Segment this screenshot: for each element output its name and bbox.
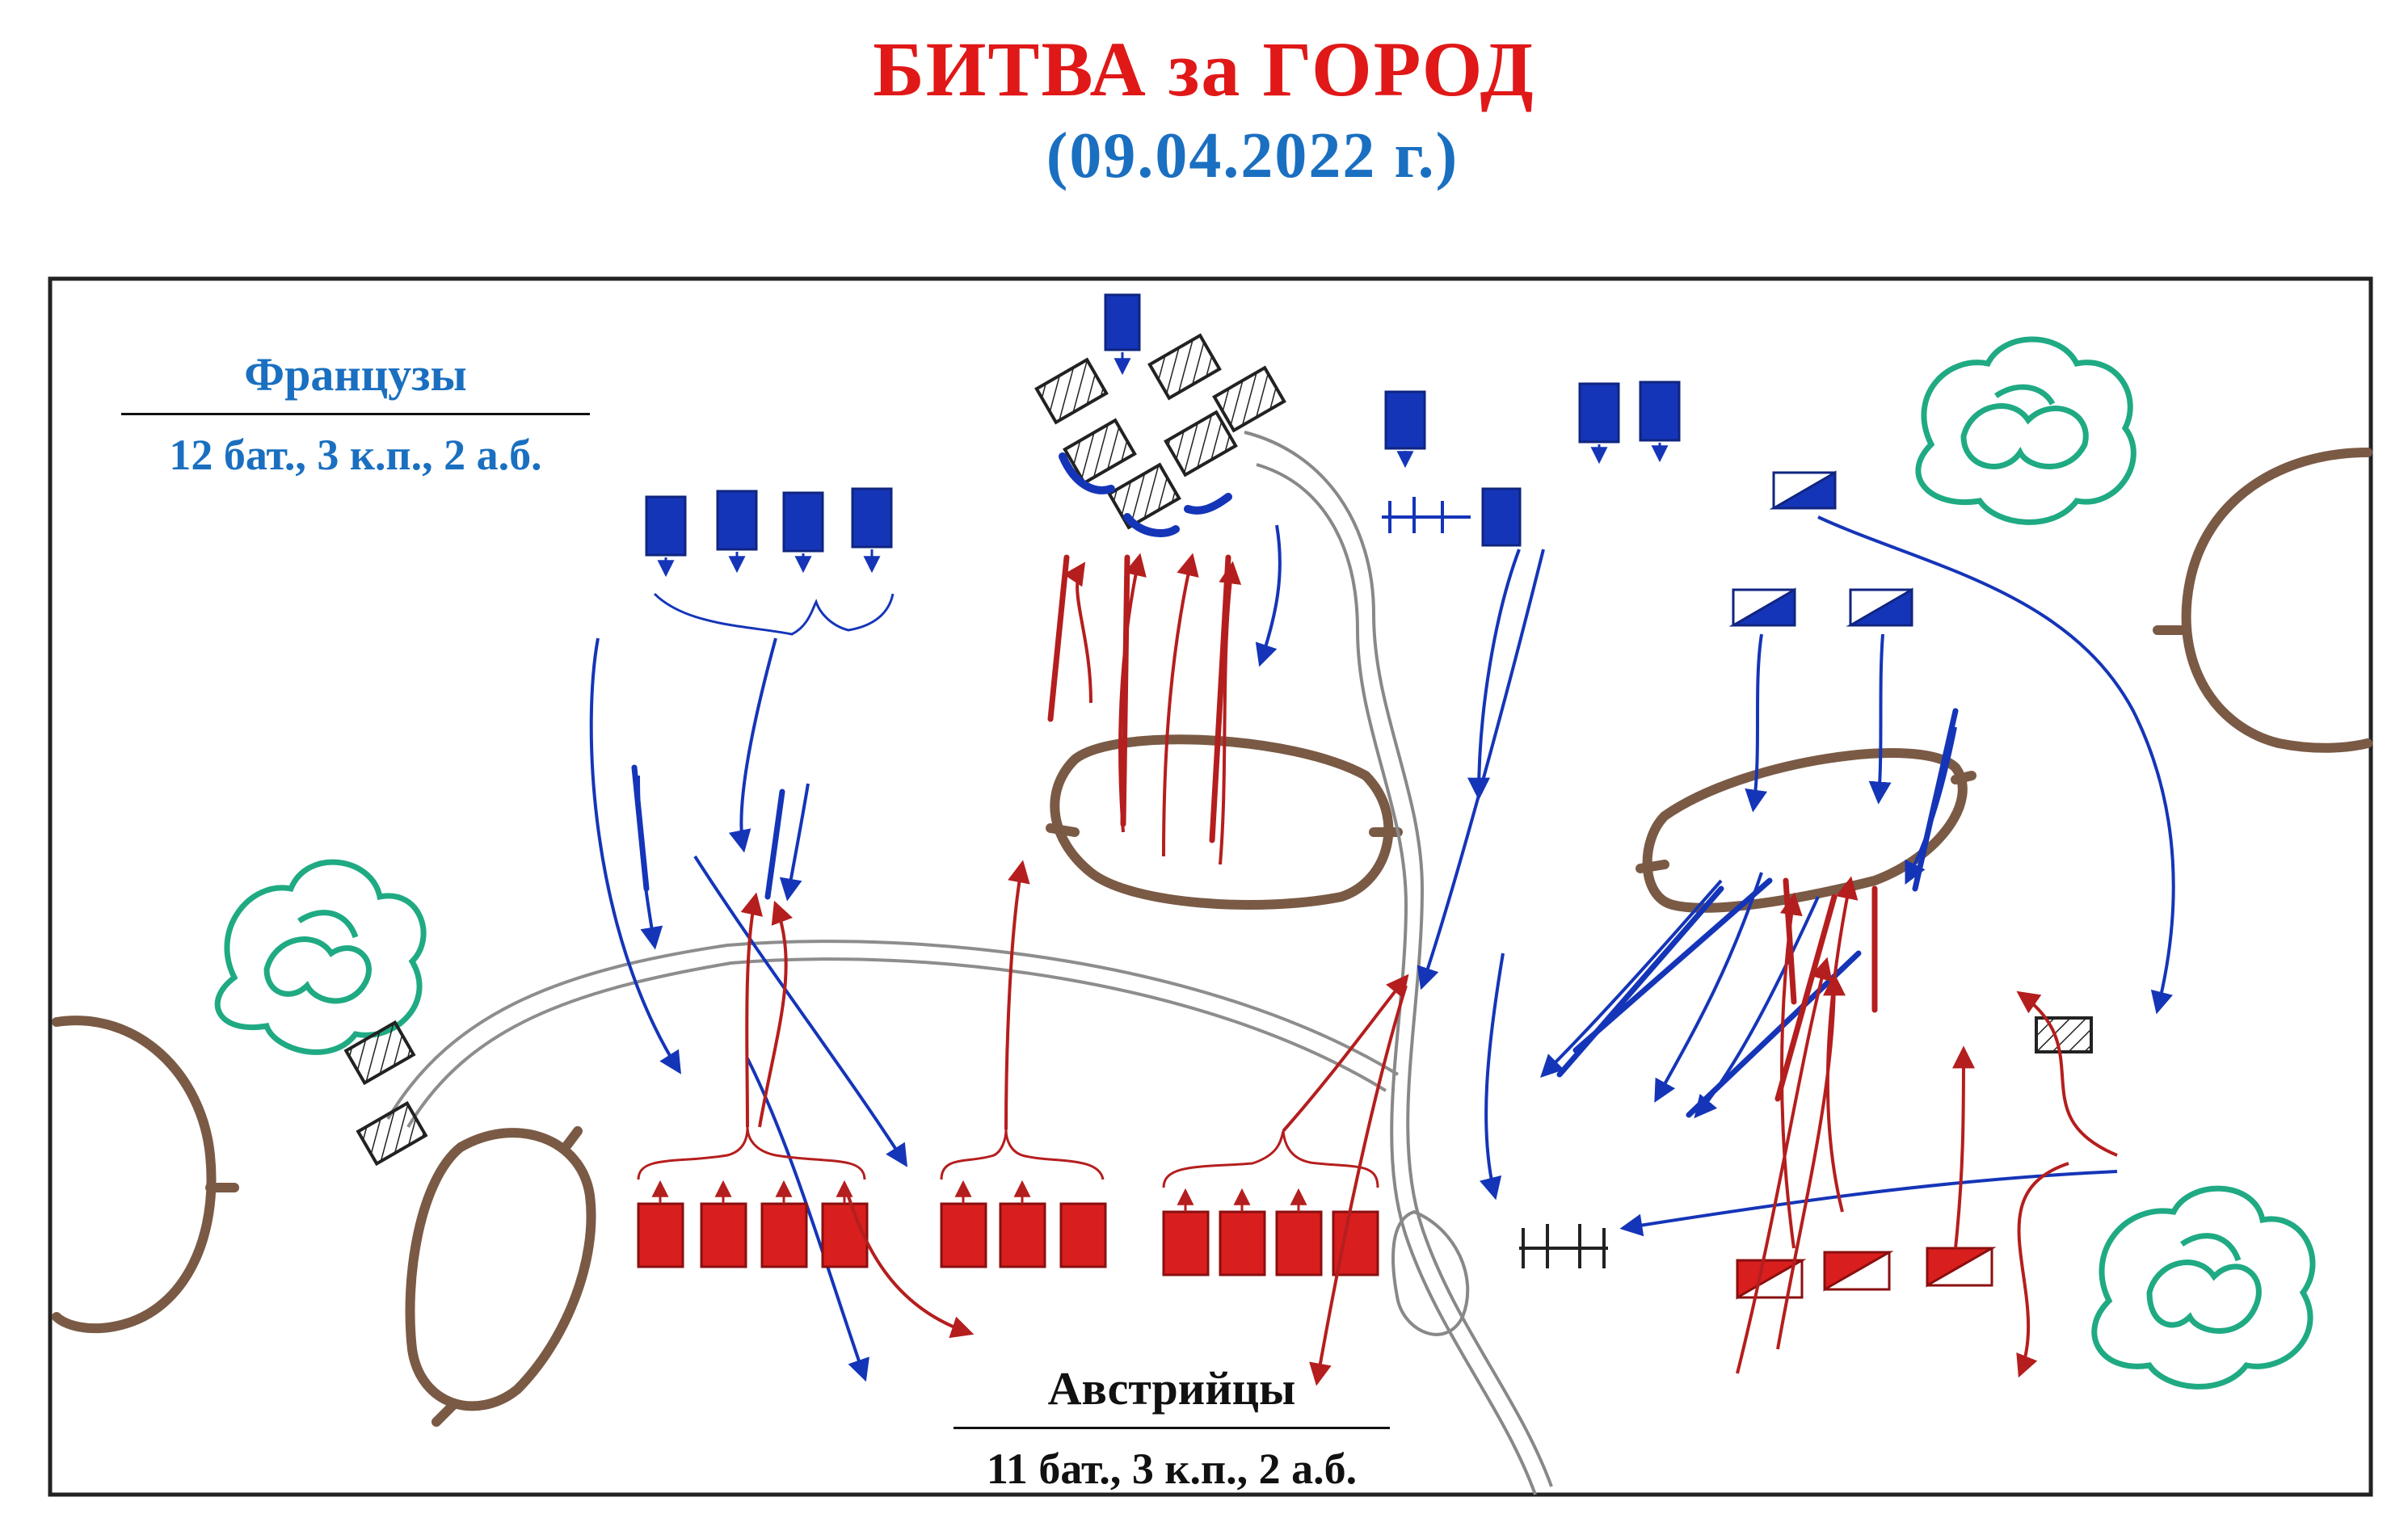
battalion-icon <box>821 1202 869 1268</box>
battalion-icon <box>1059 1202 1107 1268</box>
cavalry-regiment-icon <box>1769 470 1837 510</box>
battalion-icon <box>1384 390 1426 450</box>
unit-hatched-icon <box>1107 462 1181 530</box>
woods-icon <box>2091 1185 2316 1390</box>
austrian-forces <box>343 553 2118 1386</box>
french-side-label: Французы 12 бат., 3 к.п., 2 а.б. <box>121 347 590 480</box>
unit-hatched-icon <box>1034 357 1109 425</box>
hill-icon <box>405 1128 596 1411</box>
french-label-divider <box>121 413 590 415</box>
battalion-icon <box>851 487 893 549</box>
cavalry-regiment-icon <box>1728 587 1796 627</box>
battalion-icon <box>940 1202 987 1268</box>
hill-icon <box>1642 748 1968 913</box>
battalion-icon <box>1639 381 1681 442</box>
unit-hatched-icon <box>1147 333 1222 401</box>
woods <box>214 336 2316 1390</box>
battalion-icon <box>1481 487 1522 547</box>
battalion-icon <box>637 1202 684 1268</box>
austrian-side-label: Австрийцы 11 бат., 3 к.п., 2 а.б. <box>954 1361 1390 1494</box>
road <box>386 940 1400 1129</box>
battalion-icon <box>700 1202 747 1268</box>
french-forces <box>589 293 2175 1382</box>
battalion-icon <box>1162 1210 1210 1276</box>
woods-icon <box>1915 336 2136 525</box>
unit-hatched-icon <box>2035 1016 2093 1053</box>
battalion-icon <box>1219 1210 1266 1276</box>
battalion-icon <box>645 495 687 557</box>
austrian-side-strength: 11 бат., 3 к.п., 2 а.б. <box>986 1445 1358 1493</box>
battalion-icon <box>1275 1210 1323 1276</box>
battle-date: (09.04.2022 г.) <box>1046 120 1459 191</box>
unit-hatched-icon <box>1212 365 1286 433</box>
hill-icon <box>1050 734 1394 910</box>
french-side-name: Французы <box>244 348 467 401</box>
austrian-label-divider <box>954 1427 1390 1429</box>
french-side-strength: 12 бат., 3 к.п., 2 а.б. <box>169 431 542 479</box>
cavalry-regiment-icon <box>1926 1247 1997 1288</box>
austrian-side-name: Австрийцы <box>1047 1362 1296 1415</box>
woods-icon <box>214 859 427 1055</box>
hill-icon <box>2181 448 2372 753</box>
river <box>1244 431 1553 1495</box>
battalion-icon <box>782 491 824 553</box>
unit-hatched-icon <box>1164 410 1238 477</box>
battalion-icon <box>1104 293 1141 351</box>
hill-icon <box>52 1016 217 1334</box>
battalion-icon <box>999 1202 1046 1268</box>
unit-hatched-icon <box>343 1020 416 1086</box>
battalion-icon <box>1578 382 1620 444</box>
cavalry-regiment-icon <box>1823 1251 1894 1292</box>
map-title: БИТВА за ГОРОД <box>873 26 1535 112</box>
unit-hatched-icon <box>356 1100 428 1167</box>
battalion-icon <box>716 490 758 551</box>
unit-hatched-icon <box>1063 418 1137 486</box>
battalion-icon <box>760 1202 808 1268</box>
map-frame <box>48 276 2373 1497</box>
artillery-battery-icon <box>1519 1224 1608 1268</box>
cavalry-regiment-icon <box>1846 587 1913 627</box>
hills <box>52 448 2372 1427</box>
artillery-battery-icon <box>1382 497 1471 533</box>
